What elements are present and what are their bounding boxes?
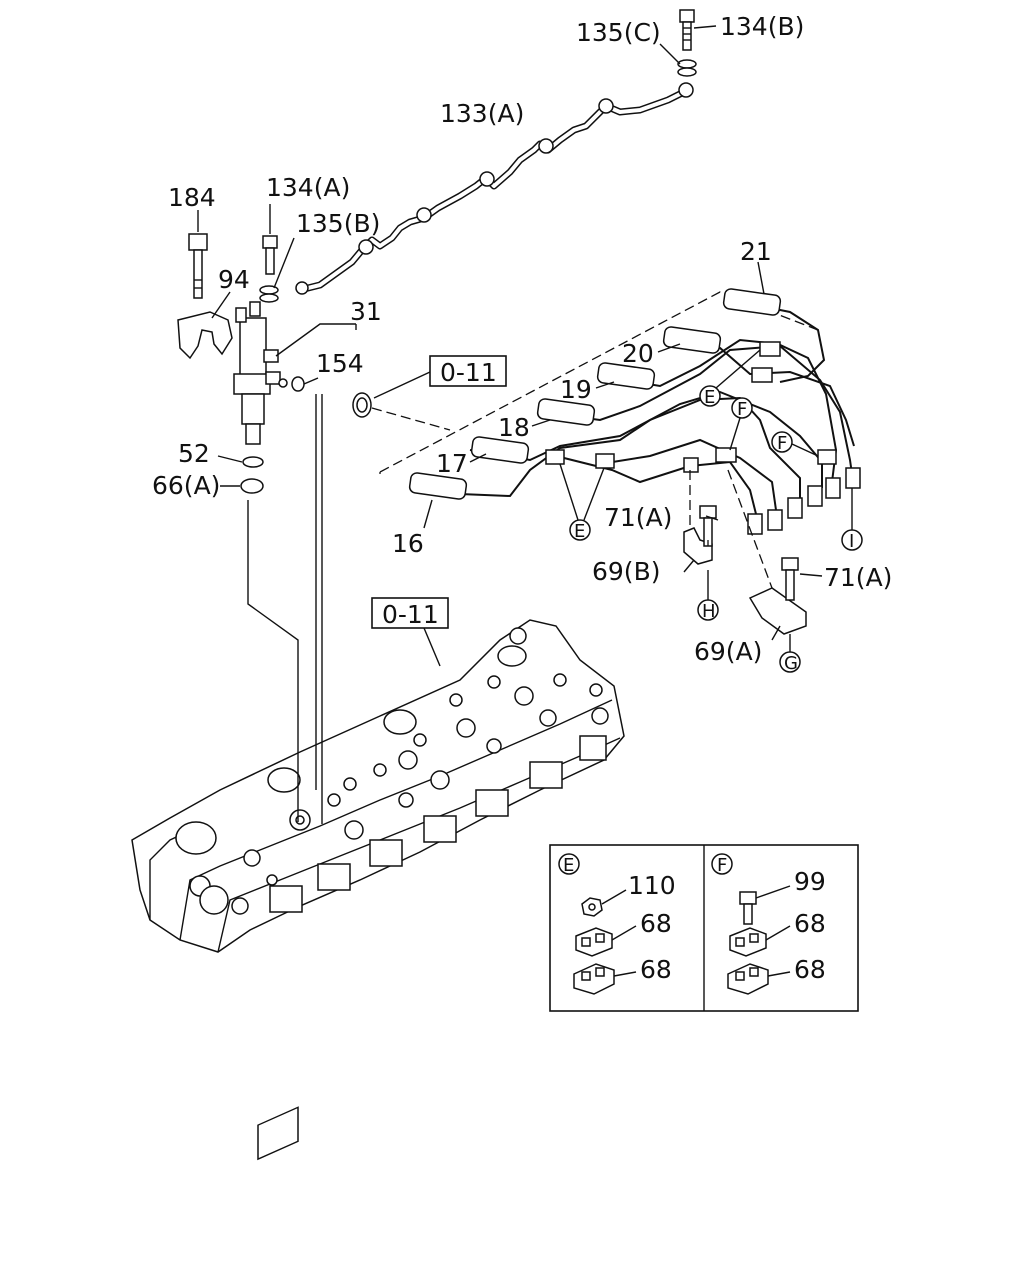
- marker-f-upper: F: [737, 399, 747, 420]
- reference-box-head: 0-11: [371, 597, 449, 667]
- detail-e-part-110: 110: [628, 871, 676, 900]
- callout-21: 21: [740, 237, 772, 266]
- cylinder-head: [131, 619, 625, 1161]
- callout-135c: 135(C): [576, 18, 661, 47]
- detail-e-part-68-lower: 68: [640, 955, 672, 984]
- callout-18: 18: [498, 413, 530, 442]
- reference-label-head: 0-11: [382, 600, 439, 629]
- detail-f-marker: F: [717, 855, 727, 876]
- callout-135b: 135(B): [296, 209, 380, 238]
- callout-134b: 134(B): [720, 12, 804, 41]
- callout-20: 20: [622, 339, 654, 368]
- detail-f-part-99: 99: [794, 867, 826, 896]
- injection-pipes: [371, 261, 861, 535]
- reference-box-top: 0-11: [352, 355, 507, 418]
- detail-f-part-68-lower: 68: [794, 955, 826, 984]
- detail-panel-e: E 110 68 68: [558, 853, 676, 995]
- callout-16: 16: [392, 529, 424, 558]
- marker-i: I: [849, 531, 854, 552]
- brackets-and-bolts: [683, 469, 823, 654]
- callout-184: 184: [168, 183, 216, 212]
- callout-134a: 134(A): [266, 173, 350, 202]
- marker-e-upper: E: [704, 387, 715, 408]
- detail-e-part-68-upper: 68: [640, 909, 672, 938]
- callout-94: 94: [218, 265, 250, 294]
- callout-17: 17: [436, 449, 468, 478]
- callout-labels: 135(C) 134(B) 133(A) 184 134(A) 135(B) 9…: [152, 12, 892, 666]
- reference-label-top: 0-11: [440, 358, 497, 387]
- callout-71a-lower: 71(A): [824, 563, 892, 592]
- detail-e-marker: E: [563, 855, 574, 876]
- marker-g: G: [784, 653, 798, 674]
- callout-71a-upper: 71(A): [604, 503, 672, 532]
- bolt-134b: [659, 9, 717, 77]
- injector-guide-lines: [247, 394, 323, 824]
- detail-box: E 110 68 68 F 99: [549, 844, 859, 1012]
- detail-f-part-68-upper: 68: [794, 909, 826, 938]
- callout-154: 154: [316, 349, 364, 378]
- detail-panel-f: F 99 68 68: [711, 853, 826, 995]
- fuel-rail-pipe-133a: [295, 82, 694, 295]
- marker-f-right: F: [777, 433, 787, 454]
- marker-h: H: [702, 601, 716, 622]
- callout-69a: 69(A): [694, 637, 762, 666]
- callout-19: 19: [560, 375, 592, 404]
- callout-69b: 69(B): [592, 557, 660, 586]
- injector-assembly: [177, 204, 357, 494]
- callout-31: 31: [350, 297, 382, 326]
- callout-66a: 66(A): [152, 471, 220, 500]
- callout-52: 52: [178, 439, 210, 468]
- circled-markers: E E F F I H G: [559, 349, 863, 674]
- marker-e-lower: E: [574, 521, 585, 542]
- callout-133a: 133(A): [440, 99, 524, 128]
